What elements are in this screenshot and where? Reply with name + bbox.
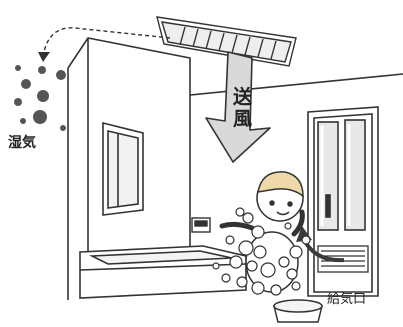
bathtub [79, 245, 247, 299]
air-intake-label: 給気口 [327, 292, 367, 307]
ventilation-fan [156, 16, 297, 67]
soap-bubbles [212, 207, 311, 296]
exhaust-arrowhead [38, 52, 50, 62]
airflow-label-1: 送 [233, 86, 253, 108]
wash-basin [273, 299, 323, 323]
exhaust-path-arrow [43, 27, 171, 53]
humid-air-label: 湿気 [8, 135, 36, 151]
bathroom-window [102, 121, 144, 216]
wall-control-panel [191, 217, 211, 233]
humid-air-dots [14, 65, 66, 131]
airflow-down-arrow [205, 51, 271, 163]
airflow-label-2: 風 [233, 108, 253, 130]
